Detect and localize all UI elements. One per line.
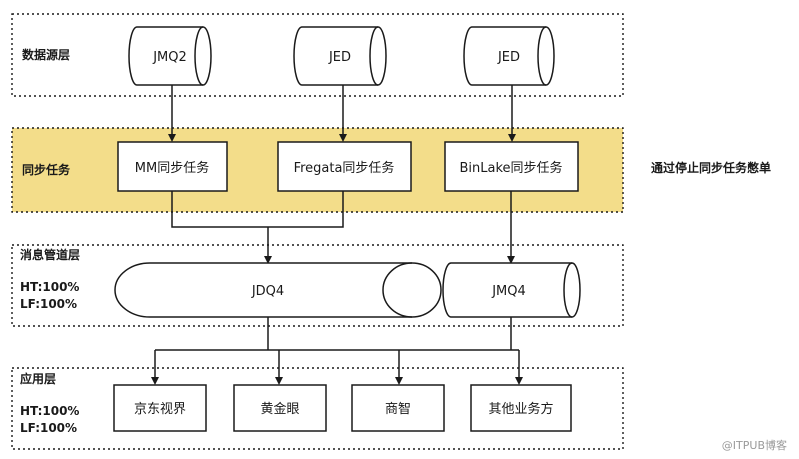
source-node-jed-1: JED — [293, 26, 387, 86]
source-node-jmq2: JMQ2 — [128, 26, 212, 86]
side-note: 通过停止同步任务憋单 — [651, 160, 771, 175]
app-node-golden-eye: 黄金眼 — [233, 384, 327, 432]
app-node-label: 黄金眼 — [260, 401, 299, 417]
source-layer-frame — [11, 13, 624, 97]
sync-task-label: BinLake同步任务 — [459, 160, 562, 176]
source-node-label: JED — [497, 50, 520, 65]
sync-task-label: MM同步任务 — [135, 160, 209, 176]
app-node-other-business: 其他业务方 — [470, 384, 572, 432]
sync-task-binlake: BinLake同步任务 — [444, 141, 579, 192]
sync-layer-label: 同步任务 — [22, 162, 71, 177]
source-node-label: JMQ2 — [152, 50, 187, 65]
app-layer-label: 应用层 — [20, 371, 56, 386]
app-node-label: 商智 — [385, 402, 411, 417]
source-node-jed-2: JED — [463, 26, 555, 86]
pipe-node-jdq4: JDQ4 — [114, 262, 442, 318]
pipe-node-label: JMQ4 — [491, 284, 526, 299]
app-layer-frame — [11, 367, 624, 450]
pipe-node-jmq4: JMQ4 — [442, 262, 581, 318]
app-layer-ht: HT:100% — [20, 404, 79, 418]
sync-task-fregata: Fregata同步任务 — [277, 141, 412, 192]
watermark: @ITPUB博客 — [722, 438, 787, 452]
sync-task-label: Fregata同步任务 — [294, 160, 395, 176]
pipe-layer-ht: HT:100% — [20, 280, 79, 294]
source-layer-label: 数据源层 — [22, 47, 70, 62]
app-layer-lf: LF:100% — [20, 421, 77, 435]
app-node-shangzhi: 商智 — [351, 384, 445, 432]
pipe-layer-label: 消息管道层 — [20, 247, 80, 262]
pipe-node-label: JDQ4 — [251, 284, 284, 299]
connector-mm-fregata-merge — [171, 191, 344, 228]
app-node-jd-vision: 京东视界 — [113, 384, 207, 432]
pipe-layer-lf: LF:100% — [20, 297, 77, 311]
source-node-label: JED — [328, 50, 351, 65]
app-node-label: 京东视界 — [134, 402, 186, 417]
sync-task-mm: MM同步任务 — [117, 141, 228, 192]
app-node-label: 其他业务方 — [488, 401, 553, 417]
pipe-layer-frame — [11, 244, 624, 327]
